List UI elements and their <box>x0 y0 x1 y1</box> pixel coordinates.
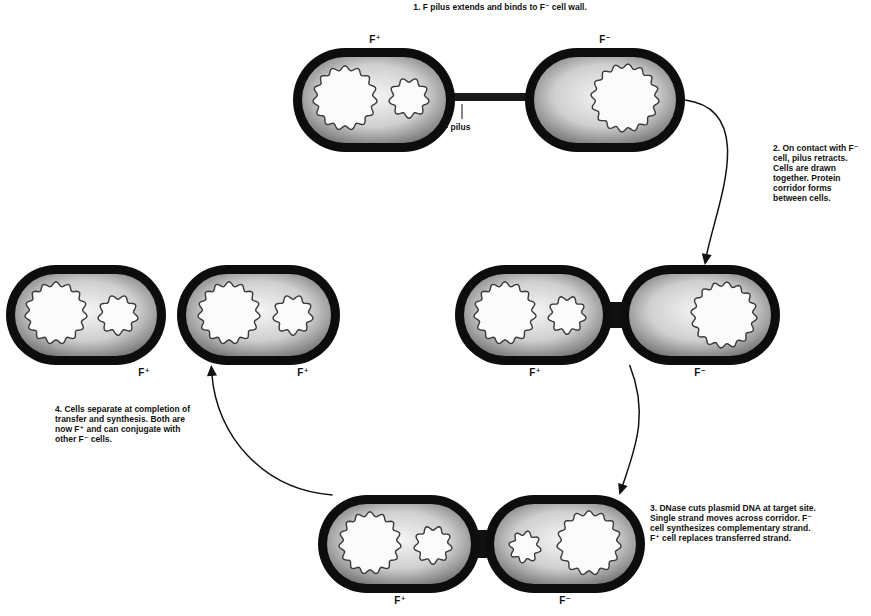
dna-loop <box>389 79 429 118</box>
cell-outline <box>485 495 645 593</box>
bacterial-cell: F⁺ <box>6 265 166 365</box>
cell-type-label: F⁺ <box>369 34 380 46</box>
dna-loop <box>691 282 757 348</box>
process-arrow <box>685 100 728 265</box>
cell-type-label: F⁺ <box>529 367 540 379</box>
cell-outline <box>177 265 340 365</box>
dna-loop <box>591 64 659 132</box>
cell-type-label: F⁻ <box>599 34 610 46</box>
dna-loop <box>98 296 138 335</box>
dna-loop <box>509 531 541 563</box>
dna-loop <box>273 296 313 335</box>
dna-loop <box>474 282 536 344</box>
bacterial-cell: F⁺ <box>455 265 612 365</box>
cell-outline <box>293 48 455 152</box>
bacterial-cell: F⁺ <box>177 265 340 365</box>
cell-type-label: F⁺ <box>394 595 405 607</box>
dna-loop <box>548 297 586 334</box>
cell-type-label: F⁻ <box>559 595 570 607</box>
dna-loop <box>313 66 377 130</box>
step-note: 3. DNase cuts plasmid DNA at target site… <box>650 503 818 543</box>
bacterial-cell: F⁻ <box>485 495 645 593</box>
cell-outline <box>318 495 480 593</box>
dna-loop <box>25 282 87 344</box>
bacterial-cell: F⁻ <box>620 265 780 365</box>
dna-loop <box>198 282 260 344</box>
cell-outline <box>620 265 780 365</box>
cell-outline <box>525 48 685 152</box>
step-note: 4. Cells separate at completion of trans… <box>55 404 197 444</box>
process-arrow <box>207 365 333 495</box>
cell-outline <box>455 265 612 365</box>
dna-loop <box>557 511 621 575</box>
dna-loop <box>339 512 401 574</box>
bacterial-cell: F⁻ <box>525 48 685 152</box>
process-arrow <box>618 365 639 495</box>
f-pilus <box>448 93 532 101</box>
cell-outline <box>6 265 166 365</box>
leader-line <box>462 104 463 119</box>
step-note: 1. F pilus extends and binds to F⁻ cell … <box>360 2 640 12</box>
cell-type-label: F⁻ <box>694 367 705 379</box>
cell-type-label: F⁺ <box>138 367 149 379</box>
cell-type-label: F⁺ <box>297 367 308 379</box>
part-name: F pilus <box>443 122 503 132</box>
dna-loop <box>414 527 452 564</box>
step-note: 2. On contact with F⁻ cell, pilus retrac… <box>773 143 867 203</box>
bacterial-cell: F⁺ <box>318 495 480 593</box>
bacterial-cell: F⁺ <box>293 48 455 152</box>
